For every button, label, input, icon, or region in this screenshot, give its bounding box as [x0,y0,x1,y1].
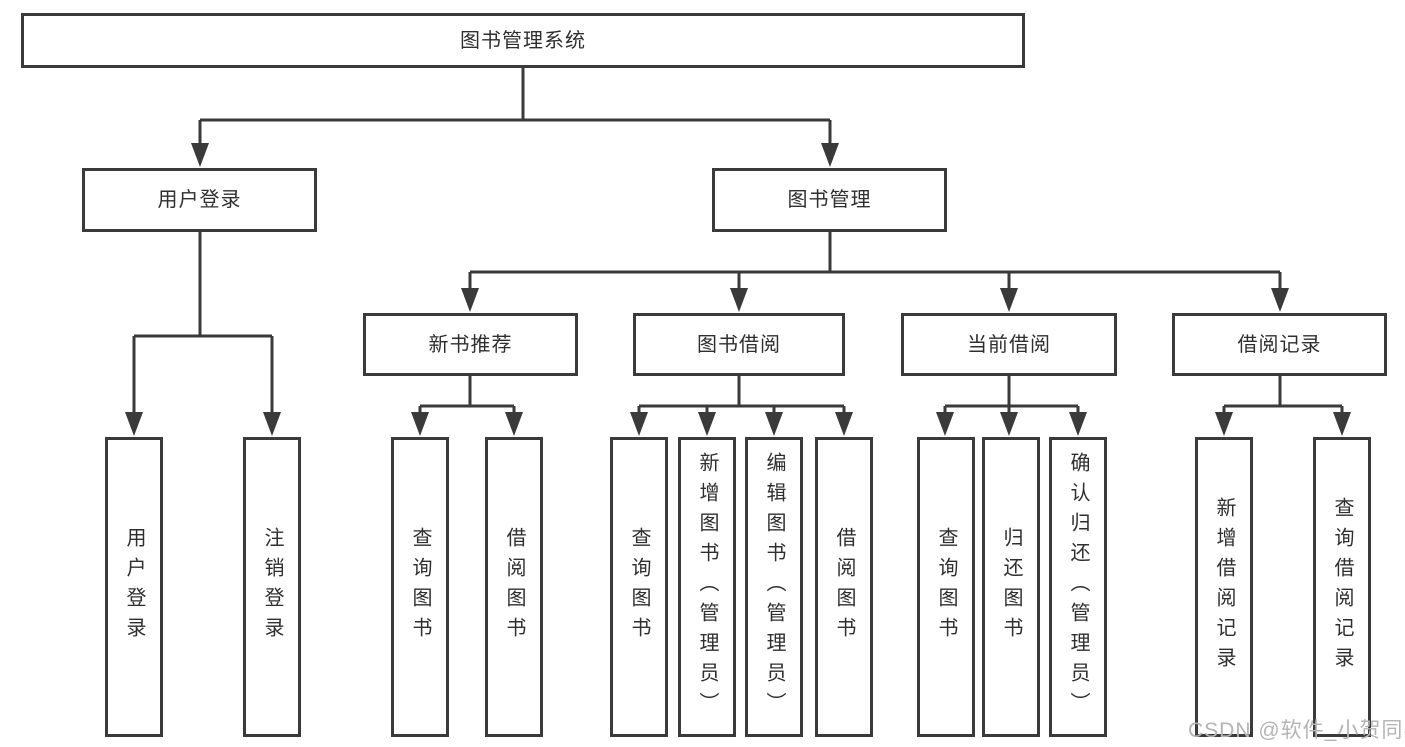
node-book-borrow: 图书借阅 [633,313,845,376]
leaf-cb-query-books: 查询图书 [917,437,975,737]
node-root: 图书管理系统 [21,13,1025,68]
leaf-nbr-borrow-books: 借阅图书 [485,437,543,737]
node-book-management: 图书管理 [712,168,947,232]
node-borrow-records: 借阅记录 [1172,313,1387,376]
leaf-logout: 注销登录 [243,437,301,737]
leaf-bb-query-books: 查询图书 [610,437,668,737]
node-new-book-recommend: 新书推荐 [363,313,578,376]
leaf-cb-return-books: 归还图书 [982,437,1040,737]
leaf-br-query-record: 查询借阅记录 [1313,437,1371,737]
leaf-bb-borrow-books: 借阅图书 [815,437,873,737]
watermark: CSDN @软件_小贺同学 [1188,719,1405,742]
leaf-br-add-record: 新增借阅记录 [1195,437,1253,737]
node-user-login: 用户登录 [82,168,317,232]
leaf-bb-edit-books-admin: 编辑图书（管理员） [745,437,803,737]
leaf-nbr-query-books: 查询图书 [391,437,449,737]
node-current-borrow: 当前借阅 [901,313,1117,376]
leaf-user-login: 用户登录 [105,437,163,737]
leaf-cb-confirm-return-admin: 确认归还（管理员） [1049,437,1107,737]
leaf-bb-add-books-admin: 新增图书（管理员） [678,437,736,737]
